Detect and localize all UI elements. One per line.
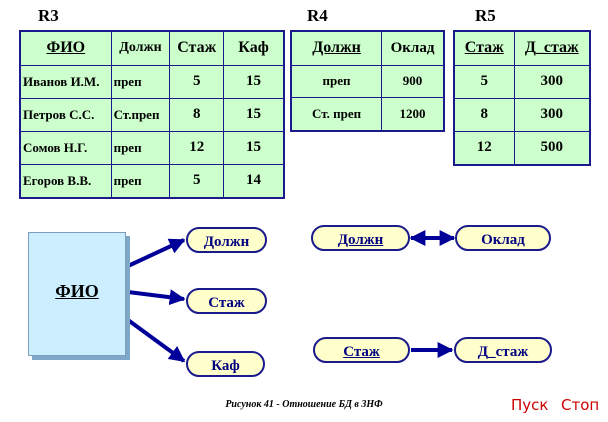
r4-header-dolzhn: Должн: [290, 30, 383, 66]
r4-header-oklad: Оклад: [381, 30, 445, 66]
table-cell: Петров С.С.: [19, 97, 112, 132]
r4-title: R4: [307, 6, 328, 25]
table-cell: преп: [110, 130, 171, 165]
dolzhn2-node: Должн: [311, 225, 410, 251]
table-cell: 5: [453, 64, 515, 99]
r5-table: Стаж Д_стаж 5 300 8 300 12 500: [453, 30, 591, 166]
arrow-fio-kaf: [126, 318, 186, 363]
r3-header-kaf: Каф: [223, 30, 285, 66]
fio-box: ФИО: [28, 232, 126, 356]
table-cell: 15: [223, 130, 285, 165]
table-cell: 12: [169, 130, 225, 165]
arrow-fio-stazh: [127, 289, 186, 306]
table-cell: Ст.преп: [110, 97, 171, 132]
fio-label: ФИО: [55, 281, 99, 301]
table-cell: 8: [453, 97, 515, 132]
d-stazh-node-label: Д_стаж: [477, 344, 529, 360]
table-cell: 15: [223, 64, 285, 99]
figure-caption: Рисунок 41 - Отношение БД в 3НФ: [225, 399, 383, 410]
table-cell: 500: [513, 130, 591, 166]
table-cell: 5: [169, 163, 225, 199]
table-cell: 1200: [381, 97, 445, 132]
dolzhn2-node-label: Должн: [337, 232, 384, 248]
d-stazh-node: Д_стаж: [454, 337, 552, 363]
r3-table: ФИО Должн Стаж Каф Иванов И.М. преп 5 15…: [19, 30, 285, 199]
stop-button[interactable]: Стоп: [561, 396, 600, 414]
kaf-node: Каф: [186, 351, 265, 377]
oklad-node: Оклад: [455, 225, 551, 251]
table-cell: 300: [513, 97, 591, 132]
r3-header-dolzhn: Должн: [110, 30, 171, 66]
start-button[interactable]: Пуск: [511, 396, 549, 414]
kaf-node-label: Каф: [211, 358, 240, 374]
arrow-fio-dolzhn: [127, 238, 186, 268]
stazh2-node: Стаж: [313, 337, 410, 363]
table-cell: 14: [223, 163, 285, 199]
dolzhn-node: Должн: [186, 227, 267, 253]
stazh2-node-label: Стаж: [343, 344, 380, 360]
oklad-node-label: Оклад: [481, 232, 525, 248]
table-cell: преп: [110, 64, 171, 99]
dolzhn-node-label: Должн: [203, 234, 250, 250]
table-cell: преп: [110, 163, 171, 199]
r5-title: R5: [475, 6, 496, 25]
table-cell: Иванов И.М.: [19, 64, 112, 99]
stazh-node: Стаж: [186, 288, 267, 314]
table-cell: Егоров В.В.: [19, 163, 112, 199]
r3-title: R3: [38, 6, 59, 25]
stazh-node-label: Стаж: [208, 295, 245, 311]
r5-header-d-stazh: Д_стаж: [513, 30, 591, 66]
table-cell: 8: [169, 97, 225, 132]
r4-table: Должн Оклад преп 900 Ст. преп 1200: [290, 30, 445, 132]
table-cell: 12: [453, 130, 515, 166]
table-cell: Ст. преп: [290, 97, 383, 132]
table-cell: 15: [223, 97, 285, 132]
table-cell: Сомов Н.Г.: [19, 130, 112, 165]
